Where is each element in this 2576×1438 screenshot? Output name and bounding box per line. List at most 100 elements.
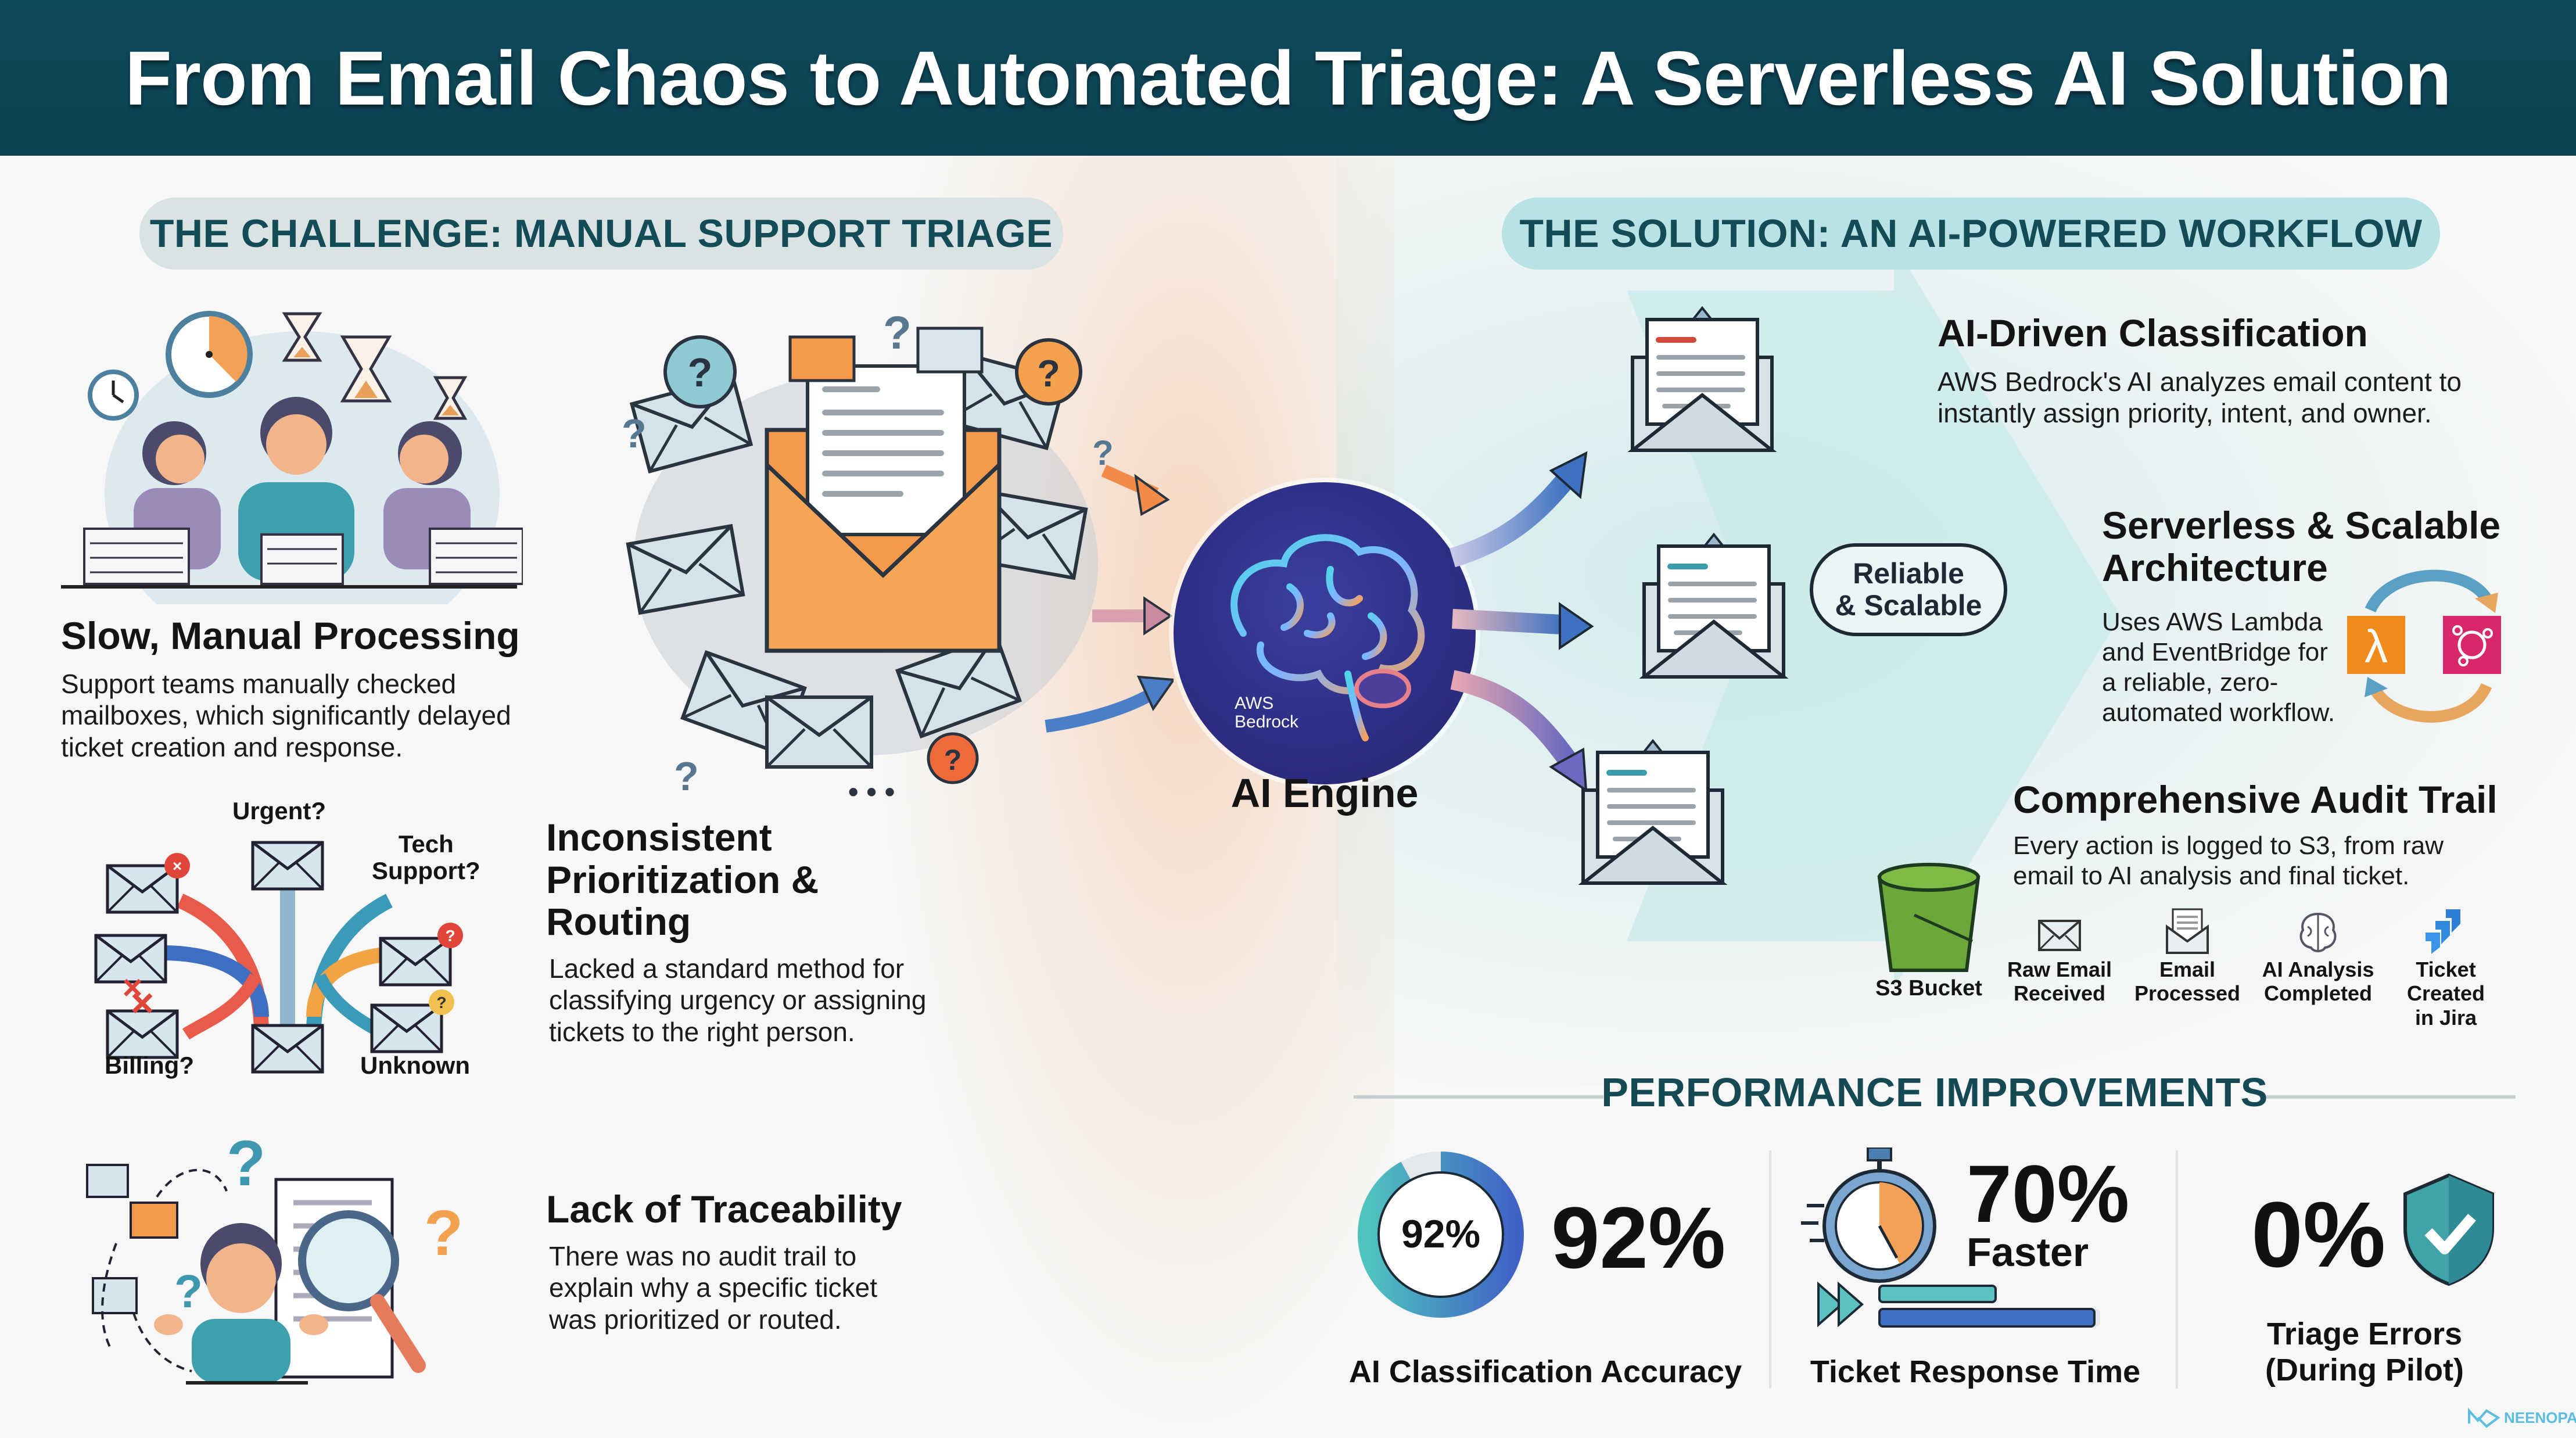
envelope-billing-icon: × [107, 980, 177, 1057]
question-mark-icon: ? [674, 754, 699, 799]
confused-person-illustration: ? ? ? [86, 1139, 463, 1385]
text-line: Completed [2263, 981, 2372, 1006]
arrow-blue [1045, 686, 1160, 733]
text-line: AI Analysis [2262, 958, 2374, 981]
question-mark-icon: ? [883, 307, 912, 358]
aws-eventbridge-icon [2443, 616, 2501, 674]
solution-3-title: Comprehensive Audit Trail [2013, 778, 2498, 821]
text-line: Email [2159, 958, 2216, 981]
stressed-team-illustration [61, 311, 523, 604]
magnifier-icon [298, 1210, 426, 1373]
small-envelope-icon [916, 327, 984, 374]
svg-text:?: ? [688, 350, 713, 395]
s3-bucket-icon [1877, 863, 1981, 972]
text-line: automated workflow. [2102, 698, 2335, 727]
email-chaos-illustration: ? ? ? ? ? ? ? • • • [622, 307, 1174, 808]
divider-line [1354, 1095, 1603, 1099]
text-line: mailboxes, which significantly delayed [61, 700, 511, 731]
envelope-icon [2038, 920, 2081, 951]
audit-step-ticket-created: Ticket Created in Jira [2388, 958, 2504, 1030]
solution-1-title: AI-Driven Classification [1938, 311, 2368, 354]
ring-value-label: 92% [1401, 1212, 1480, 1256]
solution-2-body: Uses AWS Lambda and EventBridge for a re… [2102, 607, 2335, 728]
text-line: (During Pilot) [2265, 1353, 2464, 1388]
response-time-sub: Faster [1967, 1229, 2089, 1275]
arrow-right [1452, 609, 1563, 634]
solution-section-header: THE SOLUTION: AN AI-POWERED WORKFLOW [1502, 198, 2440, 270]
aws-bedrock-badge: AWS Bedrock [1235, 694, 1298, 731]
accuracy-value: 92% [1551, 1189, 1726, 1286]
response-time-value: 70% [1967, 1148, 2130, 1239]
errors-label: Triage Errors (During Pilot) [2202, 1316, 2527, 1388]
errors-value: 0% [2251, 1182, 2386, 1286]
challenge-1-title: Slow, Manual Processing [61, 614, 520, 657]
challenge-3-title: Lack of Traceability [546, 1188, 902, 1231]
routing-confusion-illustration: × × ? × ? [87, 825, 463, 1081]
question-mark-icon: ? [227, 1139, 266, 1199]
question-mark-icon: ? [622, 411, 647, 456]
svg-text:×: × [173, 857, 182, 875]
text-line: ticket creation and response. [61, 731, 403, 762]
small-envelope-icon [92, 1277, 138, 1314]
response-time-bars [1817, 1281, 2100, 1328]
text-line: classifying urgency or assigning [549, 985, 927, 1016]
jira-icon [2426, 909, 2460, 954]
text-line: Architecture [2102, 546, 2328, 589]
challenge-1-body: Support teams manually checked mailboxes… [61, 668, 511, 763]
text-line: Reliable [1853, 557, 1964, 590]
divider-line [2266, 1095, 2516, 1099]
challenge-section-header: THE CHALLENGE: MANUAL SUPPORT TRIAGE [139, 198, 1063, 270]
text-line: a reliable, zero- [2102, 668, 2279, 697]
route-label-tech-support: Tech Support? [372, 830, 480, 884]
solution-2-title: Serverless & Scalable Architecture [2102, 504, 2500, 589]
text-line: Bedrock [1235, 712, 1299, 731]
question-badge-icon: ? [927, 732, 979, 784]
text-line: in Jira [2414, 1005, 2477, 1030]
neenopal-logo-icon [2468, 1407, 2500, 1428]
brand-name: NEENOPAL [2504, 1409, 2576, 1426]
challenge-2-body: Lacked a standard method for classifying… [549, 953, 926, 1048]
open-envelope-orange-icon [765, 364, 1002, 653]
envelope-question-icon: ? [381, 923, 463, 985]
stopwatch-icon [1801, 1147, 1936, 1283]
question-mark-icon: ? [174, 1265, 203, 1317]
performance-title: PERFORMANCE IMPROVEMENTS [1601, 1070, 2268, 1115]
text-line: There was no audit trail to [549, 1241, 857, 1271]
text-line: was prioritized or routed. [549, 1304, 842, 1335]
svg-text:?: ? [944, 744, 962, 776]
small-envelope-orange-icon [788, 335, 856, 382]
question-bubble-icon: ? [663, 335, 737, 408]
text-line: instantly assign priority, intent, and o… [1938, 398, 2432, 429]
text-line: Tech [398, 830, 454, 858]
text-line: Triage Errors [2266, 1317, 2463, 1351]
audit-step-raw-email: Raw Email Received [2001, 958, 2118, 1006]
text-line: Every action is logged to S3, from raw [2013, 831, 2444, 860]
classified-email-icon [1627, 306, 1777, 452]
text-line: & Scalable [1835, 589, 1982, 622]
metric-divider [1769, 1150, 1771, 1389]
svg-text:×: × [131, 980, 155, 1025]
accuracy-ring-gauge: 92% [1358, 1152, 1524, 1318]
s3-bucket-label: S3 Bucket [1875, 976, 1982, 1000]
routed-email-icon [1578, 738, 1728, 885]
question-bubble-orange-icon: ? [1015, 338, 1082, 406]
route-label-unknown: Unknown [360, 1052, 470, 1079]
clock-icon [88, 370, 139, 421]
shield-check-icon [2403, 1173, 2494, 1286]
reliable-scalable-bubble: Reliable & Scalable [1810, 543, 2007, 636]
ellipsis-icon: • • • [848, 776, 895, 808]
text-line: Raw Email [2007, 958, 2112, 981]
text-line: Serverless & Scalable [2102, 504, 2501, 547]
small-envelope-icon [86, 1164, 129, 1198]
audit-step-ai-analysis: AI Analysis Completed [2260, 958, 2376, 1006]
metric-divider [2176, 1150, 2178, 1389]
route-label-urgent: Urgent? [232, 797, 326, 824]
small-envelope-orange-icon [130, 1202, 178, 1239]
text-line: Received [2013, 981, 2106, 1006]
text-line: Prioritization & [546, 858, 819, 901]
text-line: Support teams manually checked [61, 669, 457, 699]
envelope-source-icon [253, 1025, 322, 1072]
ai-engine-label: AI Engine [1230, 770, 1419, 816]
text-line: Lacked a standard method for [549, 953, 905, 984]
svg-text:?: ? [445, 927, 455, 945]
